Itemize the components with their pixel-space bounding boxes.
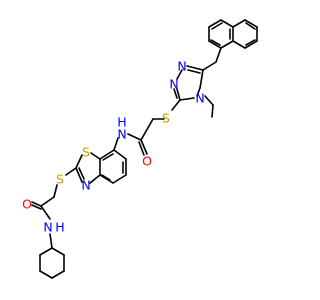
naphthalene-ring <box>208 19 258 49</box>
molecule-structure-diagram: N N N S O N H S N S O N H <box>22 19 258 279</box>
thioacetamide-chain-lower <box>31 167 77 249</box>
atom-nh-amide-top: N H <box>117 115 126 142</box>
svg-text:N: N <box>43 220 52 235</box>
atom-nh-amide-lower: N H <box>43 220 64 235</box>
atom-n-benzothiazole-ring: N <box>81 178 90 193</box>
svg-text:H: H <box>117 115 126 130</box>
svg-text:S: S <box>56 172 64 187</box>
atom-s-thioether-lower: S <box>56 172 64 187</box>
atom-n-triazole-methyl: N <box>195 91 204 106</box>
thioacetamide-chain-top <box>113 99 181 156</box>
atom-o-amide-top: O <box>142 154 152 169</box>
atom-o-amide-lower: O <box>22 197 32 212</box>
svg-text:N: N <box>177 59 186 74</box>
benzothiazole-ring <box>75 149 127 184</box>
svg-text:N: N <box>195 91 204 106</box>
svg-text:N: N <box>169 77 178 92</box>
svg-text:S: S <box>82 145 90 160</box>
n-methyl-group <box>204 95 214 118</box>
cyclohexyl-ring <box>39 247 65 279</box>
triazole-ring <box>173 65 204 101</box>
svg-text:N: N <box>81 178 90 193</box>
methylene-linker-top <box>202 47 222 71</box>
svg-text:N: N <box>117 127 126 142</box>
atom-s-benzothiazole-ring: S <box>82 145 90 160</box>
atom-n-triazole-1: N <box>177 59 186 74</box>
svg-text:S: S <box>162 111 170 126</box>
atom-s-triazole-thio: S <box>162 111 170 126</box>
atom-n-triazole-2: N <box>169 77 178 92</box>
svg-text:O: O <box>22 197 32 212</box>
svg-text:O: O <box>142 154 152 169</box>
svg-text:H: H <box>55 220 64 235</box>
